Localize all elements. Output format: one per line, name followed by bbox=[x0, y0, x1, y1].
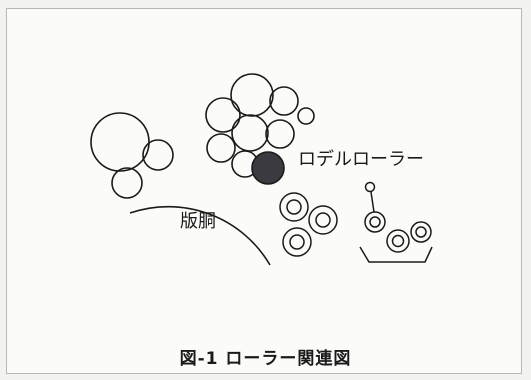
roller-top-right bbox=[269, 86, 299, 116]
roller-top-left bbox=[205, 97, 241, 133]
assembly-ring-3-inner bbox=[415, 226, 427, 238]
figure-frame bbox=[6, 8, 522, 374]
roller-mid-large bbox=[231, 114, 269, 152]
roller-left-small bbox=[111, 167, 143, 199]
assembly-small-top bbox=[364, 181, 376, 193]
roller-mid-right bbox=[265, 119, 295, 149]
roller-ring-1-outer bbox=[279, 192, 309, 222]
plate-cylinder-arc bbox=[129, 205, 271, 266]
roller-top-large bbox=[230, 73, 274, 117]
assembly-ring-3-outer bbox=[410, 221, 432, 243]
roller-ring-3-outer bbox=[282, 227, 312, 257]
roller-ring-1-inner bbox=[286, 199, 302, 215]
roller-ring-2-outer bbox=[308, 205, 338, 235]
roller-mid-left bbox=[206, 133, 236, 163]
roller-left-large bbox=[90, 112, 150, 172]
roller-left-mid bbox=[142, 139, 174, 171]
assembly-tray bbox=[359, 246, 433, 263]
assembly-ring-1-outer bbox=[364, 211, 386, 233]
rodel-roller bbox=[251, 151, 285, 185]
roller-ring-2-inner bbox=[315, 212, 331, 228]
plate-cylinder-label: 版胴 bbox=[180, 211, 216, 232]
assembly-arm bbox=[370, 191, 375, 213]
assembly-ring-1-inner bbox=[369, 216, 381, 228]
roller-top-tiny bbox=[297, 107, 315, 125]
roller-ring-3-inner bbox=[289, 234, 305, 250]
assembly-ring-2-outer bbox=[386, 229, 410, 253]
figure-caption: 図-1 ローラー関連図 bbox=[179, 349, 352, 369]
rodel-roller-label: ロデルローラー bbox=[298, 149, 424, 170]
assembly-ring-2-inner bbox=[391, 234, 405, 248]
